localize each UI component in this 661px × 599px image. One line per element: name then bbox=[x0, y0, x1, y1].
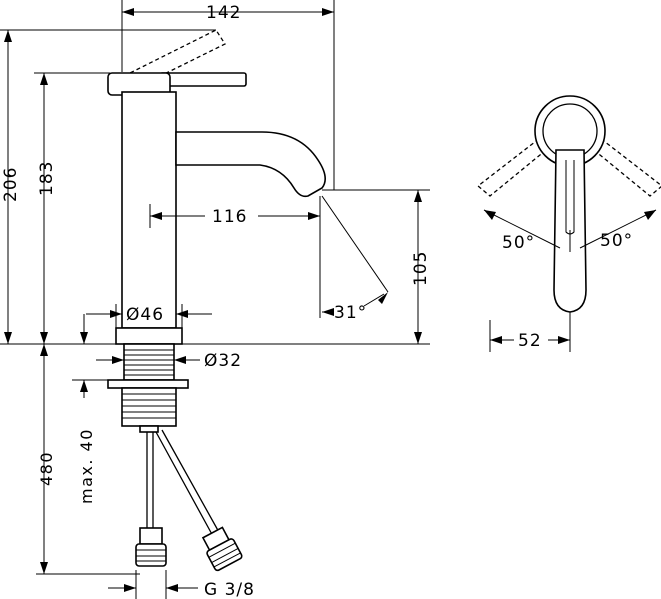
faucet-body bbox=[121, 91, 177, 329]
faucet-top-view bbox=[476, 95, 661, 313]
dim-height-total: 206 bbox=[1, 167, 21, 202]
dim-height-spout: 183 bbox=[37, 161, 57, 196]
dimension-lines bbox=[0, 0, 430, 599]
lever-left-alternate bbox=[476, 137, 547, 197]
lever-current-position bbox=[159, 72, 247, 87]
dim-spout-projection: 116 bbox=[212, 207, 247, 227]
supply-hoses bbox=[135, 429, 243, 572]
dim-spout-height: 105 bbox=[411, 251, 431, 286]
dim-hose-length: 480 bbox=[37, 451, 56, 486]
dim-max-mounting-thickness: max. 40 bbox=[77, 428, 96, 504]
dim-connection-thread: G 3/8 bbox=[204, 580, 255, 599]
faucet-front-view bbox=[107, 29, 326, 572]
lever-right-alternate bbox=[593, 137, 661, 197]
dim-spout-angle: 31° bbox=[334, 303, 367, 323]
faucet-spout bbox=[175, 131, 326, 198]
dim-width-total: 142 bbox=[206, 3, 241, 23]
front-view-labels: 142 206 183 116 105 31° Ø46 Ø32 480 max.… bbox=[1, 3, 431, 599]
mounting-nut bbox=[107, 379, 189, 433]
dim-lever-angle-right: 50° bbox=[600, 231, 633, 251]
dim-thread-diameter: Ø32 bbox=[204, 351, 242, 371]
dim-lever-length: 52 bbox=[518, 331, 542, 351]
dim-lever-angle-left: 50° bbox=[502, 233, 535, 253]
faucet-base bbox=[115, 327, 183, 345]
threaded-shank bbox=[123, 343, 175, 381]
dim-body-diameter: Ø46 bbox=[126, 305, 164, 325]
top-view-dimensions bbox=[483, 209, 657, 352]
lever-alternate-position bbox=[123, 29, 226, 87]
top-view-labels: 50° 50° 52 bbox=[502, 231, 633, 351]
